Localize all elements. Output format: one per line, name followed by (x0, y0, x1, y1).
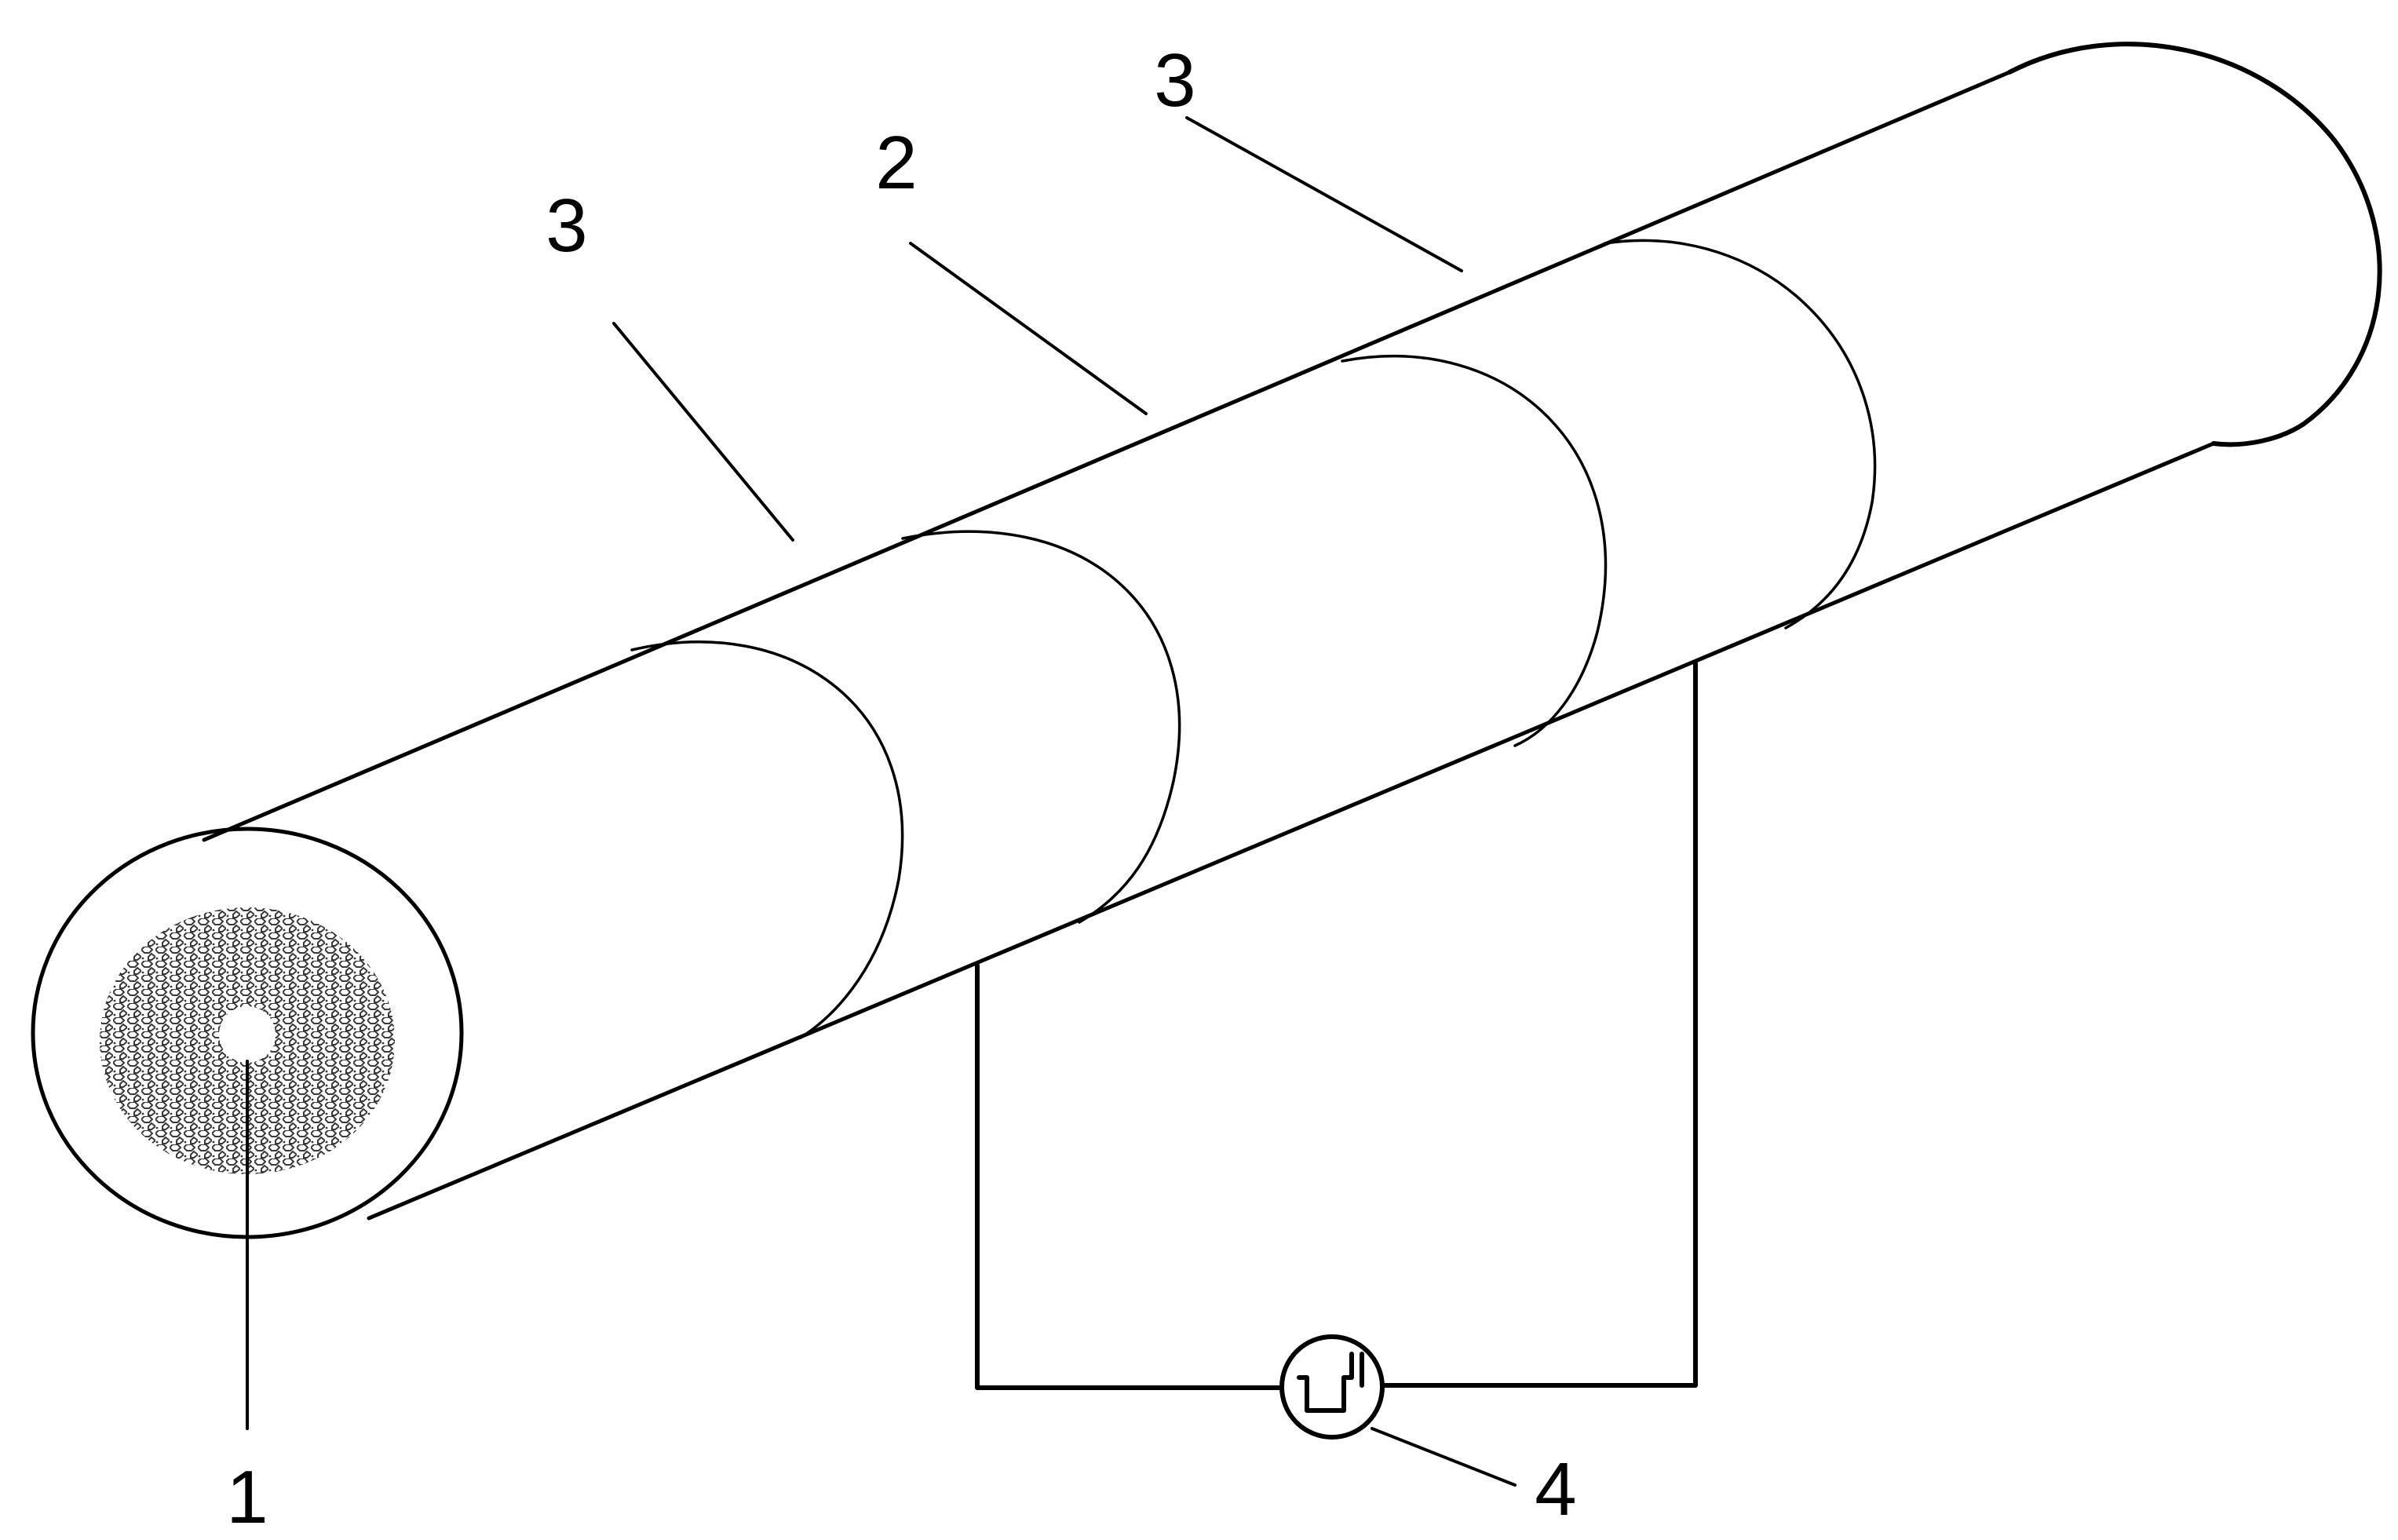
cylinder-top-edge (202, 70, 2012, 842)
core-center-hole (219, 1006, 276, 1063)
fiber-cylinder (202, 42, 2382, 1221)
seam-3 (1341, 354, 1608, 747)
cylinder-bottom-edge (367, 441, 2216, 1221)
cylinder-far-end-cap (2007, 42, 2382, 447)
seam-2 (901, 530, 1181, 924)
label-core: 1 (226, 1455, 268, 1539)
leader-2 (909, 242, 1148, 415)
electrode-seams (630, 239, 1877, 1039)
label-right-electrode: 3 (1154, 38, 1195, 122)
square-wave-pulse-icon (1279, 1334, 1385, 1440)
circuit-wire-left (975, 963, 1283, 1390)
label-left-electrode: 3 (546, 184, 587, 268)
circuit (975, 661, 1698, 1440)
leader-3-left (612, 322, 794, 542)
leader-lines (246, 116, 1517, 1487)
seam-1 (630, 640, 904, 1039)
circuit-wire-right (1381, 661, 1698, 1388)
reference-labels: 1 3 2 3 4 (226, 38, 1576, 1539)
leader-4 (1371, 1427, 1517, 1487)
leader-3-right (1185, 116, 1463, 272)
label-signal-source: 4 (1535, 1447, 1576, 1531)
seam-4 (1604, 239, 1877, 630)
label-middle-electrode: 2 (875, 121, 917, 205)
